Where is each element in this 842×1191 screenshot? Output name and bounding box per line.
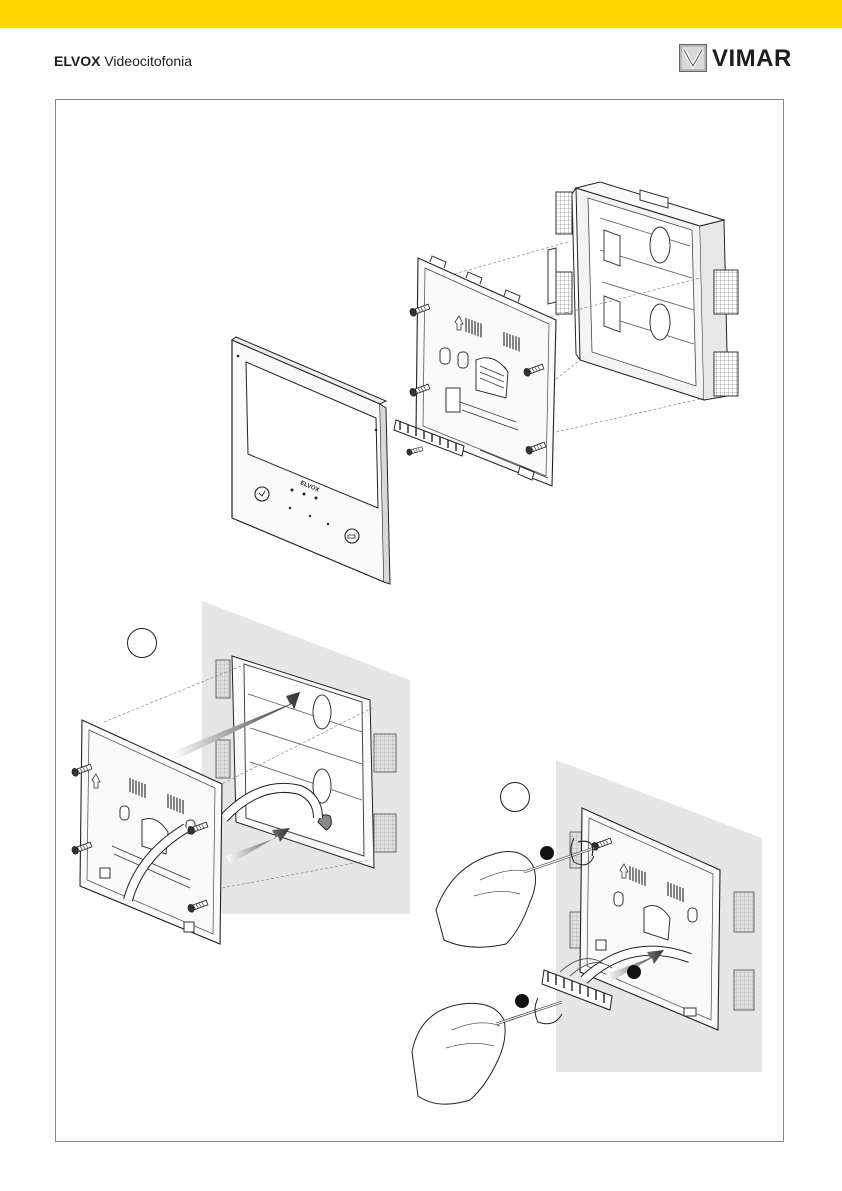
exploded-view: ELVOX [232,182,738,584]
step-1-illustration [71,601,410,944]
step-1-circle [127,628,157,658]
substep-marker-1 [540,846,554,860]
substep-marker-3 [627,965,641,979]
flush-mount-box [548,182,738,400]
step-2-illustration [412,760,762,1104]
step-2-circle [500,782,530,812]
video-monitor: ELVOX [232,337,390,584]
substep-marker-2 [515,994,529,1008]
step1-bracket [80,720,222,944]
hand-bottom [412,998,562,1104]
